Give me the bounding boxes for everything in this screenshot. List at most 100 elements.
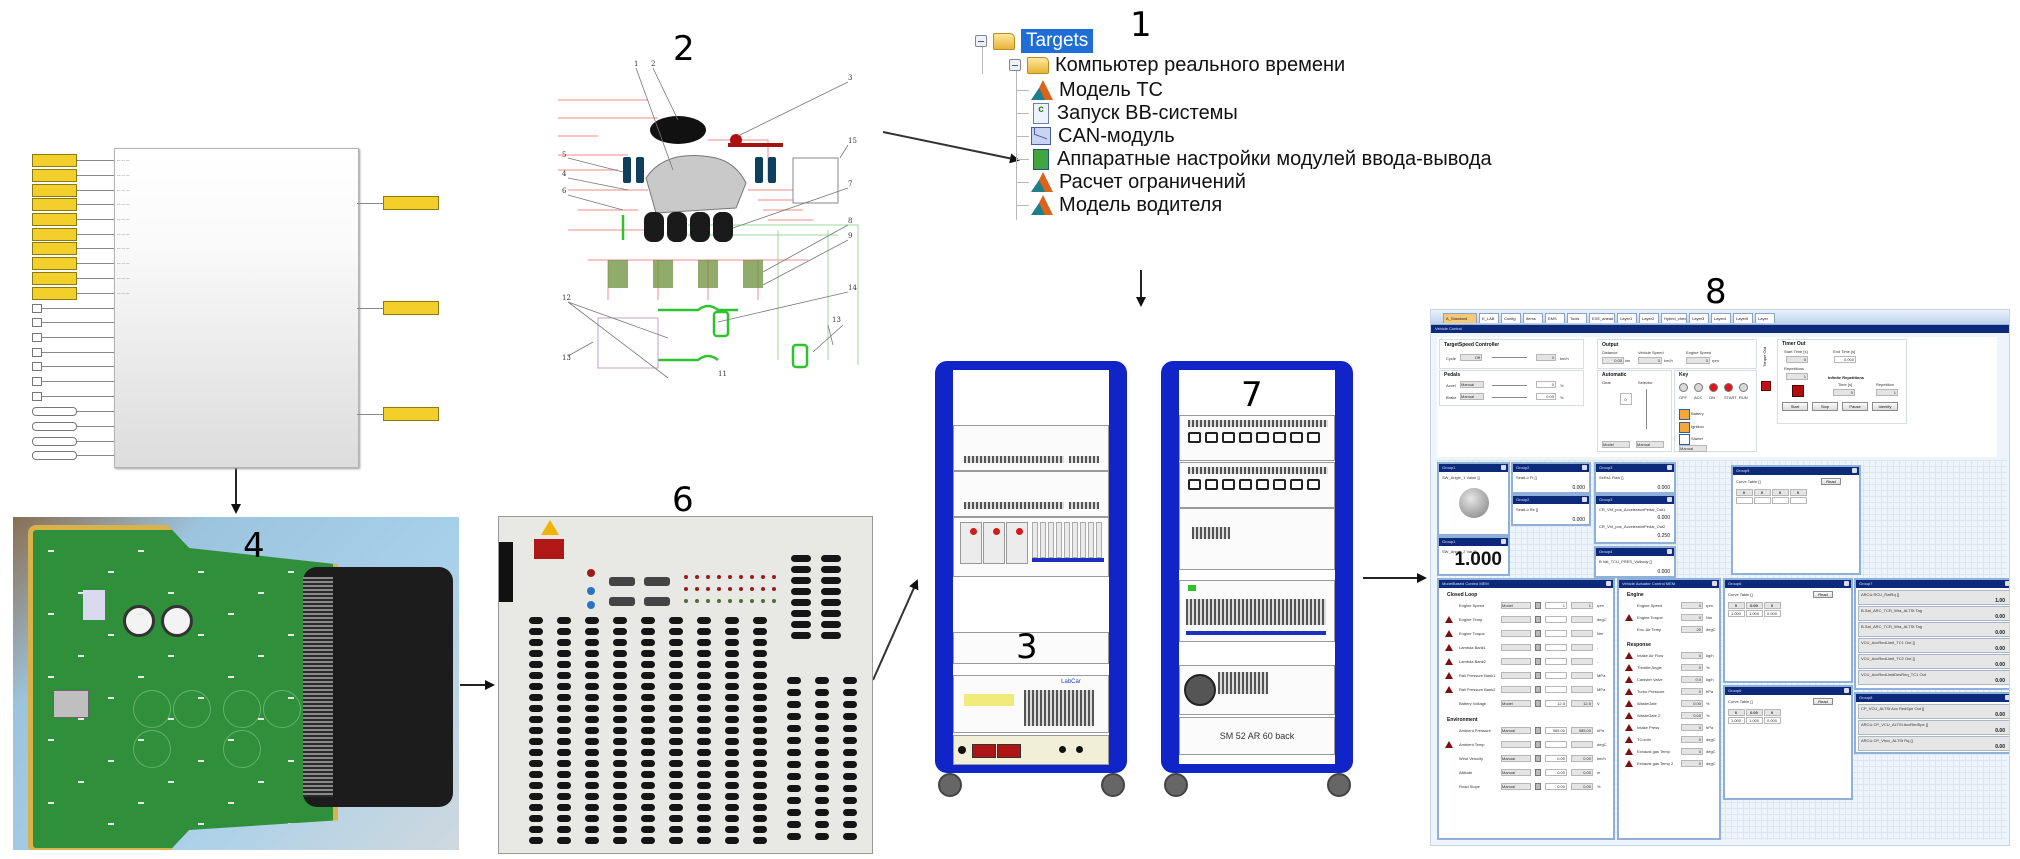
selector-mode-select[interactable]: Manual [1636, 441, 1664, 448]
banana-jack[interactable] [641, 826, 655, 833]
banana-jack[interactable] [641, 672, 655, 679]
banana-jack[interactable] [815, 749, 829, 756]
banana-jack[interactable] [669, 815, 683, 822]
banana-jack[interactable] [725, 639, 739, 646]
key-position-lamp[interactable] [1739, 383, 1748, 392]
dashboard-tab[interactable]: EMS [1545, 313, 1565, 323]
banana-jack[interactable] [585, 771, 599, 778]
banana-jack[interactable] [697, 705, 711, 712]
inport-block[interactable] [32, 198, 77, 211]
dashboard-tab[interactable]: Config [1501, 313, 1521, 323]
banana-jack[interactable] [791, 588, 811, 595]
banana-jack[interactable] [585, 628, 599, 635]
value-input[interactable] [1545, 616, 1567, 623]
banana-jack[interactable] [753, 804, 767, 811]
dashboard-tab[interactable]: A_Standard [1443, 313, 1477, 323]
tree-item[interactable]: Аппаратные настройки модулей ввода-вывод… [1033, 146, 1492, 172]
banana-jack[interactable] [613, 716, 627, 723]
banana-jack[interactable] [557, 661, 571, 668]
banana-jack[interactable] [585, 617, 599, 624]
banana-jack[interactable] [753, 837, 767, 844]
value-input[interactable]: 1 [1545, 602, 1567, 609]
banana-jack[interactable] [613, 661, 627, 668]
banana-jack[interactable] [753, 628, 767, 635]
value-input[interactable] [1545, 644, 1567, 651]
banana-jack[interactable] [697, 650, 711, 657]
banana-jack[interactable] [697, 727, 711, 734]
banana-jack[interactable] [585, 793, 599, 800]
banana-jack[interactable] [787, 677, 801, 684]
banana-jack[interactable] [787, 713, 801, 720]
banana-jack[interactable] [697, 837, 711, 844]
banana-jack[interactable] [753, 650, 767, 657]
banana-jack[interactable] [557, 760, 571, 767]
banana-jack[interactable] [585, 661, 599, 668]
banana-jack[interactable] [787, 701, 801, 708]
banana-jack[interactable] [585, 683, 599, 690]
banana-jack[interactable] [529, 727, 543, 734]
banana-jack[interactable] [725, 716, 739, 723]
calendar-icon[interactable] [1535, 630, 1541, 637]
value-input[interactable]: 12.5 [1545, 700, 1567, 707]
rotary-knob[interactable] [1459, 488, 1489, 518]
banana-jack[interactable] [641, 738, 655, 745]
outport-block[interactable] [383, 196, 439, 210]
curve-value-cell[interactable] [1736, 497, 1753, 504]
value-input[interactable]: 0.00 [1545, 769, 1567, 776]
banana-jack[interactable] [821, 555, 841, 562]
banana-jack[interactable] [669, 650, 683, 657]
banana-jack[interactable] [669, 705, 683, 712]
banana-jack[interactable] [725, 749, 739, 756]
curve-value-cell[interactable] [1790, 497, 1807, 504]
banana-jack[interactable] [669, 639, 683, 646]
battery-toggle[interactable] [1679, 409, 1690, 420]
banana-jack[interactable] [557, 826, 571, 833]
calendar-icon[interactable] [1535, 727, 1541, 734]
from-block[interactable] [32, 437, 77, 446]
banana-jack[interactable] [529, 639, 543, 646]
starter-toggle[interactable] [1679, 434, 1690, 445]
identify-button[interactable]: Identify [1872, 402, 1898, 411]
dashboard-tab[interactable]: Layer2 [1639, 313, 1659, 323]
dashboard-tab[interactable]: E_LAB [1479, 313, 1499, 323]
banana-jack[interactable] [557, 672, 571, 679]
curve-value-cell[interactable] [1754, 497, 1771, 504]
banana-jack[interactable] [843, 773, 857, 780]
banana-jack[interactable] [641, 661, 655, 668]
power-switch[interactable] [958, 746, 966, 754]
banana-jack[interactable] [815, 821, 829, 828]
banana-jack[interactable] [529, 738, 543, 745]
banana-jack[interactable] [697, 661, 711, 668]
banana-jack[interactable] [725, 628, 739, 635]
banana-jack[interactable] [641, 716, 655, 723]
banana-jack[interactable] [725, 760, 739, 767]
banana-jack[interactable] [613, 738, 627, 745]
banana-jack[interactable] [697, 617, 711, 624]
banana-jack[interactable] [753, 749, 767, 756]
key-mode-select[interactable]: Manual [1679, 445, 1707, 452]
banana-jack[interactable] [697, 815, 711, 822]
banana-jack[interactable] [821, 621, 841, 628]
banana-jack[interactable] [641, 683, 655, 690]
start-button[interactable]: Start [1782, 402, 1808, 411]
mode-select[interactable]: Manual [1501, 755, 1531, 762]
banana-jack[interactable] [529, 716, 543, 723]
inport-block[interactable] [32, 228, 77, 241]
banana-jack[interactable] [641, 650, 655, 657]
banana-jack[interactable] [529, 694, 543, 701]
banana-jack[interactable] [613, 727, 627, 734]
banana-jack[interactable] [557, 815, 571, 822]
mode-select[interactable] [1501, 644, 1531, 651]
banana-jack[interactable] [725, 738, 739, 745]
banana-jack[interactable] [557, 771, 571, 778]
calendar-icon[interactable] [1535, 741, 1541, 748]
calendar-icon[interactable] [1535, 672, 1541, 679]
banana-jack[interactable] [815, 773, 829, 780]
banana-jack[interactable] [669, 617, 683, 624]
banana-jack[interactable] [529, 815, 543, 822]
red-socket[interactable] [587, 569, 595, 577]
dashboard-tab[interactable]: Layer3 [1689, 313, 1709, 323]
banana-jack[interactable] [725, 705, 739, 712]
tree-item[interactable]: CAN-модуль [1031, 123, 1175, 149]
banana-jack[interactable] [557, 837, 571, 844]
